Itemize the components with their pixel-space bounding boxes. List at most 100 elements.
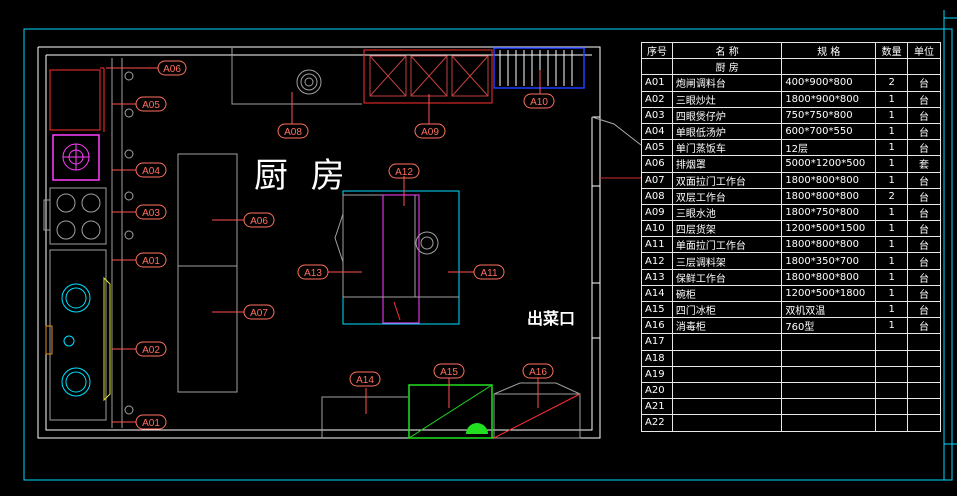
row-spec: 1200*500*1800 <box>781 284 877 303</box>
row-unit <box>907 398 941 416</box>
tag-a07: A07 <box>243 304 275 320</box>
tag-a06-top: A06 <box>157 60 187 76</box>
row-name: 三层调料架 <box>671 252 783 270</box>
tag-a06-mid: A06 <box>243 212 275 228</box>
row-code: A18 <box>641 349 673 367</box>
equipment-tags: A06 A05 A04 A03 A01 A02 A01 A08 A09 A10 … <box>135 60 555 430</box>
row-code: A01 <box>641 74 673 92</box>
row-unit: 台 <box>907 284 941 303</box>
row-name: 三眼炒灶 <box>671 90 783 108</box>
row-name: 单门蒸饭车 <box>671 139 783 157</box>
row-code: A12 <box>641 252 673 270</box>
row-spec: 1800*900*800 <box>781 90 877 108</box>
col-header-qty: 数量 <box>875 41 909 60</box>
row-code: A05 <box>641 139 673 157</box>
row-spec: 12层 <box>781 139 877 157</box>
tag-a03: A03 <box>135 204 167 220</box>
row-unit: 台 <box>907 106 941 124</box>
row-qty: 1 <box>875 268 909 286</box>
svg-text:A01: A01 <box>142 256 160 267</box>
row-code: A02 <box>641 90 673 108</box>
svg-text:A09: A09 <box>421 127 439 138</box>
table-header-row: 序号名 称规 格数量单位 <box>641 41 941 60</box>
row-qty: 1 <box>875 284 909 303</box>
svg-text:A05: A05 <box>142 100 160 111</box>
row-code: A09 <box>641 203 673 222</box>
row-spec: 1800*800*800 <box>781 268 877 286</box>
row-unit <box>907 333 941 351</box>
row-unit <box>907 365 941 383</box>
row-code: A08 <box>641 187 673 205</box>
row-code: A21 <box>641 398 673 416</box>
row-code: A16 <box>641 317 673 335</box>
row-name <box>671 398 783 416</box>
row-name: 双层工作台 <box>671 187 783 205</box>
row-name: 炮闸调料台 <box>671 74 783 92</box>
group-cell-empty <box>907 58 941 76</box>
row-spec <box>781 381 877 400</box>
row-code: A13 <box>641 268 673 286</box>
row-qty <box>875 333 909 351</box>
svg-text:A06: A06 <box>163 64 181 75</box>
group-cell-empty <box>781 58 877 76</box>
row-qty: 1 <box>875 300 909 319</box>
row-code: A20 <box>641 381 673 400</box>
top-equipment <box>231 47 585 105</box>
row-name: 四门冰柜 <box>671 300 783 319</box>
row-code: A19 <box>641 365 673 383</box>
row-unit: 台 <box>907 122 941 141</box>
row-spec: 1200*500*1500 <box>781 220 877 238</box>
row-qty: 1 <box>875 106 909 124</box>
svg-text:A16: A16 <box>529 367 547 378</box>
row-spec: 400*900*800 <box>781 74 877 92</box>
row-spec <box>781 333 877 351</box>
row-name: 四层货架 <box>671 220 783 238</box>
room-title: 厨 房 <box>254 156 351 196</box>
row-unit: 台 <box>907 268 941 286</box>
tag-a08: A08 <box>277 123 309 139</box>
svg-text:A13: A13 <box>304 268 322 279</box>
group-cell-empty <box>875 58 909 76</box>
row-unit: 台 <box>907 187 941 205</box>
table-row: A21 <box>641 398 941 416</box>
cooking-line <box>43 58 134 428</box>
center-island <box>334 190 460 325</box>
col-header-no: 序号 <box>641 41 673 60</box>
row-name <box>671 414 783 432</box>
row-qty: 1 <box>875 252 909 270</box>
row-qty: 1 <box>875 220 909 238</box>
svg-text:A08: A08 <box>284 127 302 138</box>
row-qty: 1 <box>875 155 909 173</box>
svg-text:A10: A10 <box>530 97 548 108</box>
tag-a14: A14 <box>349 371 381 387</box>
row-qty: 1 <box>875 171 909 189</box>
tag-a05: A05 <box>135 96 167 112</box>
row-unit <box>907 349 941 367</box>
leader-lines <box>106 67 541 423</box>
table-row: A19 <box>641 365 941 383</box>
row-code: A17 <box>641 333 673 351</box>
col-header-unit: 单位 <box>907 41 941 60</box>
tag-a15: A15 <box>433 363 465 379</box>
row-name: 四眼煲仔炉 <box>671 106 783 124</box>
svg-text:A12: A12 <box>395 167 413 178</box>
row-code: A07 <box>641 171 673 189</box>
row-code: A06 <box>641 155 673 173</box>
row-name: 双面拉门工作台 <box>671 171 783 189</box>
row-code: A11 <box>641 236 673 254</box>
row-unit: 台 <box>907 139 941 157</box>
svg-text:A01: A01 <box>142 418 160 429</box>
row-unit: 台 <box>907 90 941 108</box>
tag-a01-lower: A01 <box>135 414 167 430</box>
